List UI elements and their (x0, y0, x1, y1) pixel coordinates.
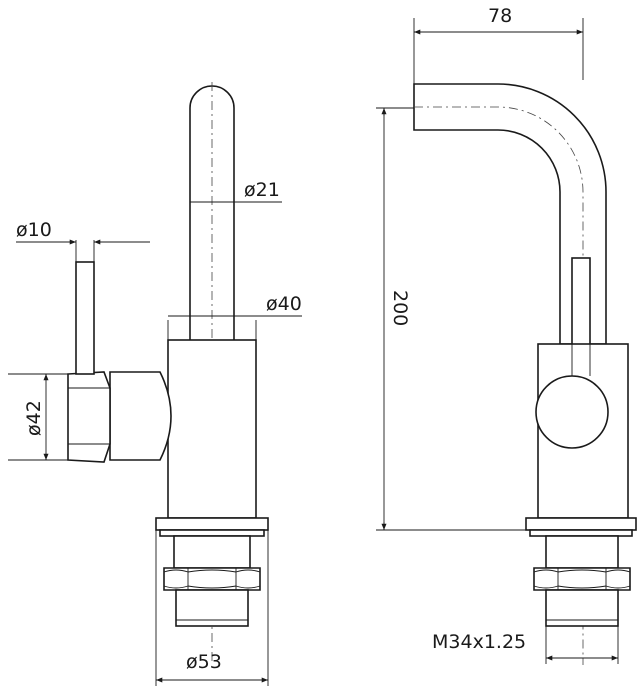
side-view: 78 200 M34x1.25 (376, 5, 637, 665)
front-lever-knob (67, 371, 111, 463)
front-view: ø10 ø21 ø40 ø42 (8, 82, 302, 686)
front-flange (155, 517, 269, 531)
dim-handle-diameter-label: ø42 (23, 400, 45, 436)
dim-reach-label: 78 (488, 5, 512, 27)
dim-spout-diameter: ø21 (190, 179, 282, 203)
side-spout (413, 83, 607, 345)
dim-body-diameter: ø40 (167, 293, 302, 340)
front-body (167, 339, 257, 519)
front-shank (173, 535, 251, 569)
side-hex-nut (533, 567, 631, 591)
dim-handle-diameter: ø42 (8, 373, 68, 461)
side-centerline (414, 106, 584, 665)
front-handle-boss (109, 371, 172, 461)
dim-base-diameter: ø53 (155, 530, 269, 686)
dim-height-label: 200 (389, 290, 411, 326)
side-flange (525, 517, 637, 531)
dim-body-diameter-label: ø40 (266, 293, 302, 315)
dim-height: 200 (376, 107, 526, 531)
dim-reach: 78 (413, 5, 584, 84)
side-shank (545, 535, 619, 569)
side-handle-disc (535, 375, 609, 449)
dim-thread: M34x1.25 (432, 626, 619, 664)
dim-lever-diameter-label: ø10 (16, 219, 52, 241)
dim-thread-label: M34x1.25 (432, 631, 526, 653)
dim-lever-diameter: ø10 (16, 219, 150, 262)
front-hex-nut (163, 567, 261, 591)
front-lever-stem (75, 261, 95, 375)
dim-spout-diameter-label: ø21 (244, 179, 280, 201)
dim-base-diameter-label: ø53 (186, 651, 222, 673)
